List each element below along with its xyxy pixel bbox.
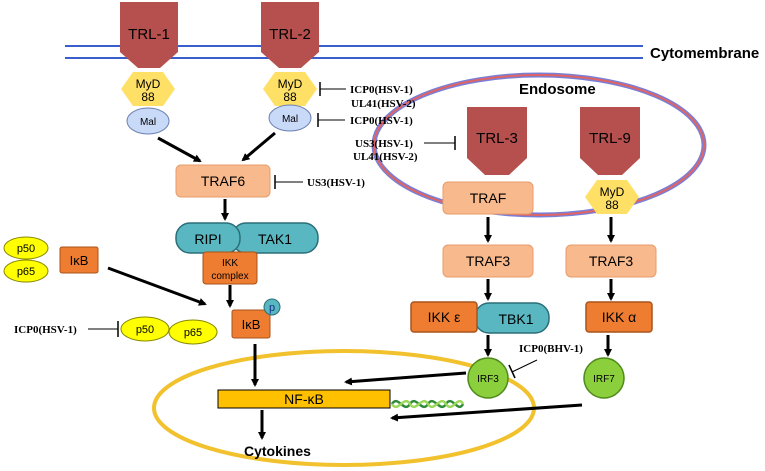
nfkb-label: NF-κB (284, 391, 324, 407)
ikb-left-box (59, 246, 99, 274)
endosome (371, 72, 707, 218)
myd88-trl2 (263, 72, 317, 106)
ripi-label: RIPI (194, 231, 221, 247)
traf3-left-label: TRAF3 (466, 253, 511, 269)
trl3-receptor (467, 107, 527, 175)
trl1-label: TRL-1 (128, 26, 170, 43)
trl2-label: TRL-2 (269, 26, 311, 43)
mal-trl2-label: Mal (282, 114, 298, 125)
p50-mid (120, 316, 170, 342)
ikb-phospho-label: IκB (242, 317, 261, 332)
myd88-trl2-line1: MyD (278, 77, 303, 91)
myd88-trl1 (121, 72, 175, 106)
ikb-left-label: IκB (70, 253, 89, 268)
traf6-label: TRAF6 (201, 173, 246, 189)
inhibitor-icp0-hsv1-c: ICP0(HSV-1) (14, 324, 77, 336)
p50-left (3, 236, 49, 260)
inhibitor-ul41-hsv2-a: UL41(HSV-2) (351, 98, 416, 110)
trl9-label: TRL-9 (589, 130, 631, 147)
inhibitor-us3-hsv1-b: US3(HSV-1) (307, 177, 365, 189)
phospho-label: p (269, 302, 275, 314)
myd88-trl1-line1: MyD (136, 77, 161, 91)
arrow-mal1-traf6 (157, 136, 202, 163)
inhibitor-ul41-hsv2-b: UL41(HSV-2) (353, 151, 418, 163)
tbk1-label: TBK1 (498, 311, 533, 327)
p50-left-label: p50 (17, 243, 35, 255)
mal-trl1 (126, 107, 170, 135)
dna-helix (390, 399, 465, 409)
traf3-right-label: TRAF3 (589, 253, 634, 269)
myd88-trl9 (585, 180, 639, 214)
ikk-complex-line1: IKK (222, 258, 238, 269)
traf3-left-box (442, 244, 534, 278)
inhibitor-icp0-hsv1-a: ICP0(HSV-1) (350, 84, 413, 96)
inhibitor-bar-irf3 (508, 364, 516, 379)
ikk-epsilon-label: IKK ε (428, 309, 461, 325)
irf7-label: IRF7 (593, 374, 615, 385)
p65-left (3, 259, 49, 283)
traf3-right-box (565, 244, 657, 278)
arrow-mal2-traf6 (241, 131, 276, 162)
myd88-trl9-line1: MyD (600, 185, 625, 199)
trl3-label: TRL-3 (476, 130, 518, 147)
p50-mid-label: p50 (136, 324, 154, 336)
inhibitor-line-irf3 (511, 359, 538, 373)
inhibitor-us3-hsv1-a: US3(HSV-1) (355, 138, 413, 150)
myd88-trl1-line2: 88 (141, 90, 155, 104)
myd88-trl2-line2: 88 (283, 90, 297, 104)
inhibitor-icp0-hsv1-b: ICP0(HSV-1) (350, 115, 413, 127)
inhibitor-icp0-bhv1: ICP0(BHV-1) (519, 343, 583, 355)
phospho-circle (263, 298, 281, 316)
arrow-ikbleft-center (107, 266, 207, 306)
irf3-label: IRF3 (477, 374, 499, 385)
myd88-trl9-line2: 88 (605, 198, 619, 212)
cytomembrane-label: Cytomembrane (650, 45, 759, 62)
tak1-label: TAK1 (258, 231, 292, 247)
trl2-receptor (261, 2, 319, 68)
arrow-irf7-nfkb (390, 403, 583, 422)
ikk-epsilon-box (410, 301, 478, 333)
ikk-complex-line2: complex (211, 271, 248, 282)
p65-mid (168, 319, 218, 345)
trl1-receptor (120, 2, 178, 68)
irf7-circle (583, 357, 625, 399)
p65-mid-label: p65 (184, 327, 202, 339)
irf3-circle (467, 357, 509, 399)
arrows (107, 131, 615, 440)
ikk-alpha-label: IKK α (602, 309, 637, 325)
trl9-receptor (580, 107, 640, 175)
traf-label: TRAF (470, 190, 507, 206)
mal-trl2 (268, 104, 312, 132)
cytokines-label: Cytokines (244, 443, 311, 459)
nfkb-bar (217, 389, 391, 409)
traf6-box (175, 164, 271, 198)
ikb-phospho-box (231, 309, 271, 339)
endosome-label: Endosome (519, 81, 596, 98)
arrow-irf3-nfkb (344, 371, 467, 386)
ikk-complex-box (202, 251, 258, 285)
mal-trl1-label: Mal (140, 117, 156, 128)
p65-left-label: p65 (17, 266, 35, 278)
ikk-alpha-box (585, 301, 653, 333)
traf-box (442, 181, 534, 215)
